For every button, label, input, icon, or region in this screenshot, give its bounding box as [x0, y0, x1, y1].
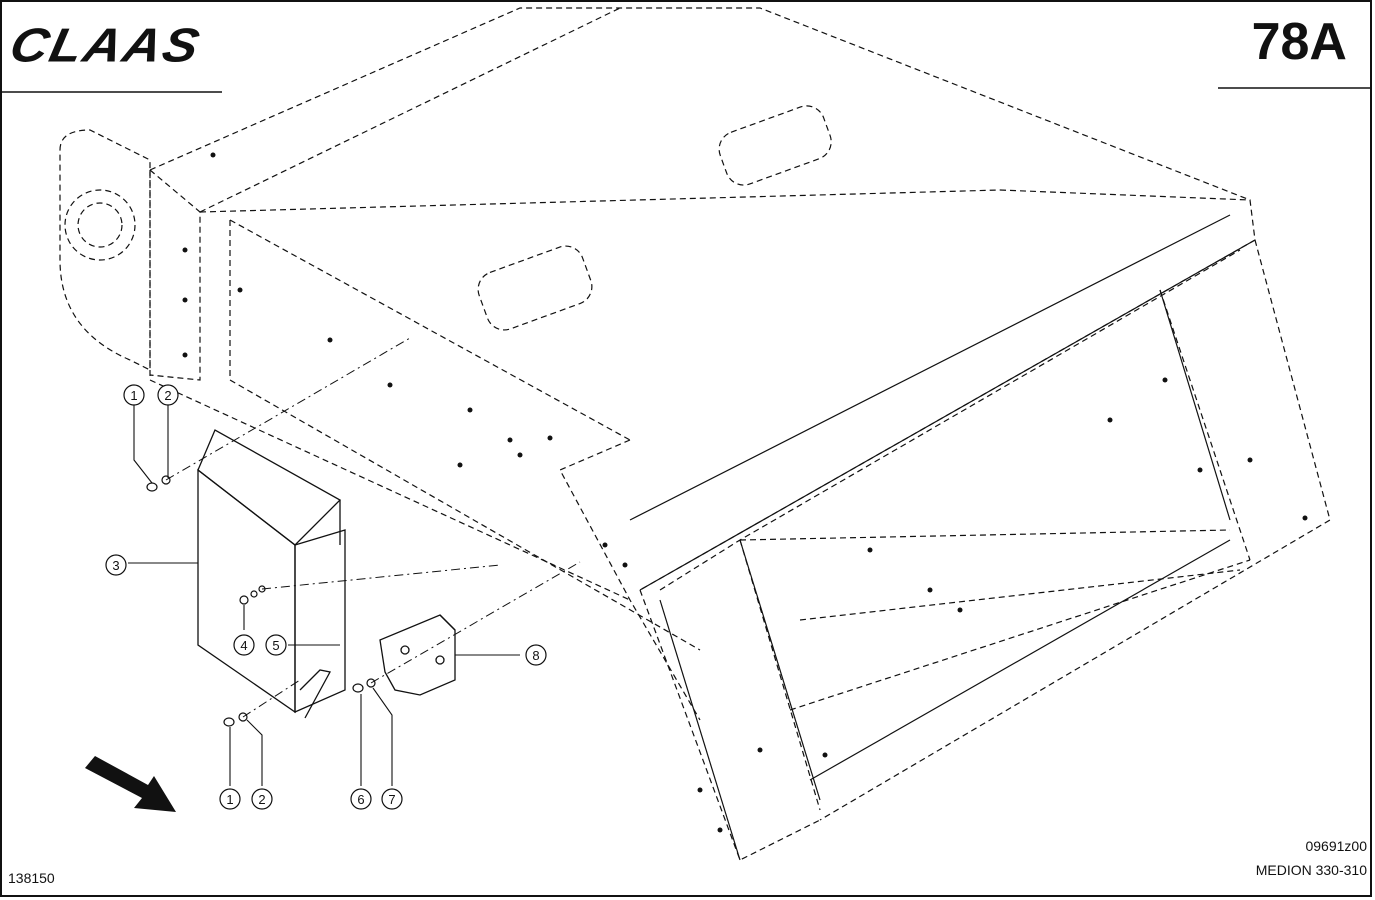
callout-5-circle: [265, 634, 287, 656]
callout-labels: 1 2 3 4 5 8 1 2 6 7: [112, 388, 539, 807]
callout-1a-label: 1: [130, 388, 137, 403]
brand-logo: CLAAS: [5, 19, 206, 73]
callout-1b-circle: [219, 788, 241, 810]
travel-direction-arrow-icon: [85, 756, 176, 812]
drawing-reference-code: 09691z00: [1305, 838, 1367, 854]
callout-7-label: 7: [388, 792, 395, 807]
callout-4-circle: [233, 634, 255, 656]
callout-1a-circle: [123, 384, 145, 406]
machine-model: MEDION 330-310: [1255, 862, 1367, 878]
callout-2a-label: 2: [164, 388, 171, 403]
callout-3-label: 3: [112, 558, 119, 573]
callout-5-label: 5: [272, 638, 279, 653]
callout-8-label: 8: [532, 648, 539, 663]
rivets: [182, 152, 1308, 833]
callout-7-circle: [381, 788, 403, 810]
callout-2b-circle: [251, 788, 273, 810]
callout-6-label: 6: [357, 792, 364, 807]
callouts: [128, 405, 520, 786]
callout-1b-label: 1: [226, 792, 233, 807]
callout-4-label: 4: [240, 638, 247, 653]
callout-2a-circle: [157, 384, 179, 406]
body-solid-edges: [629, 214, 1256, 861]
document-number: 138150: [8, 870, 55, 886]
callout-8-circle: [525, 644, 547, 666]
callout-3-circle: [105, 554, 127, 576]
mounting-bracket: [379, 614, 456, 696]
assembly-lines: [165, 337, 581, 718]
cover-plate: [197, 429, 346, 719]
machine-body: [59, 7, 1331, 861]
page-number: 78A: [1251, 13, 1347, 71]
callout-2b-label: 2: [258, 792, 265, 807]
callout-6-circle: [350, 788, 372, 810]
fasteners: [146, 475, 376, 727]
callout-circles: [105, 384, 547, 810]
